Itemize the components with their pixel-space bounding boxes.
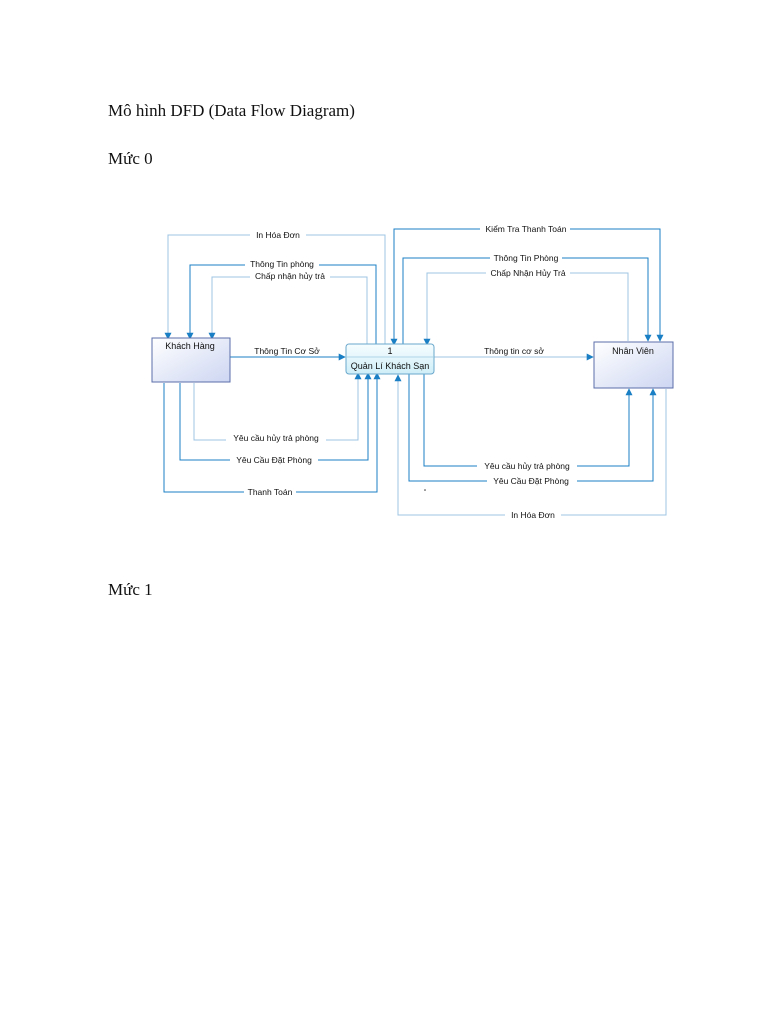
entity-staff: Nhân Viên: [593, 341, 674, 389]
label-payment-customer: Thanh Toán: [248, 487, 293, 497]
stray-dot: [424, 489, 426, 491]
label-cancel-request-staff: Yêu cầu hủy trả phòng: [484, 461, 570, 471]
entity-customer-label: Khách Hàng: [165, 341, 215, 351]
process-name: Quản Lí Khách Sạn: [351, 361, 430, 371]
label-check-payment: Kiểm Tra Thanh Toán: [486, 224, 567, 234]
flow-cancel-request-to-process: [193, 372, 362, 441]
process-number: 1: [387, 346, 392, 356]
entity-customer: Khách Hàng: [151, 337, 231, 383]
label-invoice-customer: In Hóa Đơn: [256, 230, 300, 240]
entity-staff-label: Nhân Viên: [612, 346, 654, 356]
flow-cancel-accept-from-staff: [423, 272, 629, 346]
label-base-info-customer: Thông Tin Cơ Sở: [254, 346, 320, 356]
flow-booking-to-process: [179, 372, 372, 461]
label-room-info-staff: Thông Tin Phòng: [494, 253, 559, 263]
flow-invoice-from-staff: [394, 374, 667, 516]
document-heading: Mô hình DFD (Data Flow Diagram): [108, 101, 355, 120]
label-room-info-customer: Thông Tin phòng: [250, 259, 314, 269]
label-cancel-request-customer: Yêu cầu hủy trả phòng: [233, 433, 319, 443]
label-booking-customer: Yêu Cầu Đặt Phòng: [236, 455, 312, 465]
flow-cancel-accept-to-customer: [208, 276, 368, 345]
label-cancel-accept-customer: Chấp nhận hủy trả: [255, 271, 325, 281]
label-booking-staff: Yêu Cầu Đặt Phòng: [493, 476, 569, 486]
process-hotel-management: 1 Quản Lí Khách Sạn: [345, 343, 435, 375]
flow-check-payment: [390, 228, 664, 346]
level-0-heading: Mức 0: [108, 149, 153, 168]
label-base-info-staff: Thông tin cơ sở: [484, 346, 544, 356]
label-cancel-accept-staff: Chấp Nhận Hủy Trả: [490, 268, 565, 278]
label-invoice-staff: In Hóa Đơn: [511, 510, 555, 520]
flow-invoice-to-customer: [164, 234, 386, 345]
level-1-heading: Mức 1: [108, 580, 153, 599]
